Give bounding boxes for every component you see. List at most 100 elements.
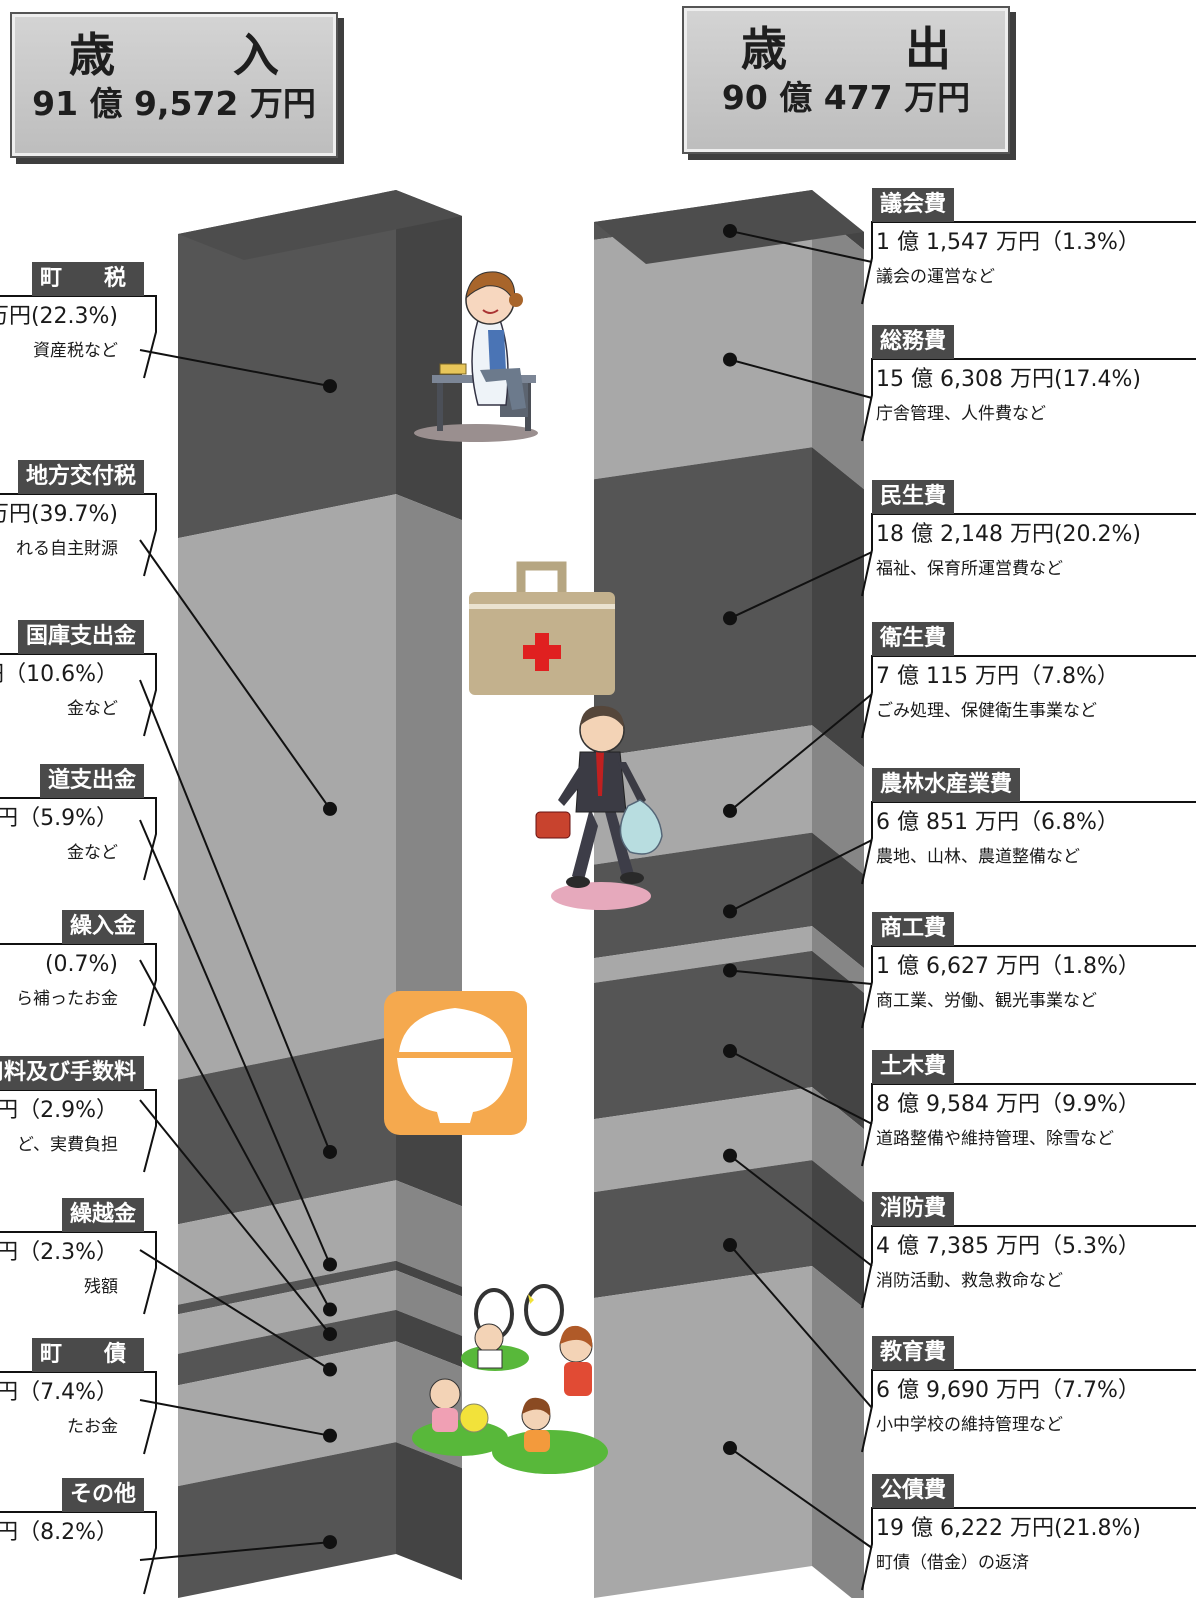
- leader-line: [139, 1541, 331, 1561]
- revenue-label-amount: 万円（8.2%）: [0, 1520, 118, 1545]
- column-segment-front: [594, 207, 812, 480]
- column-segment-side: [812, 1266, 864, 1598]
- revenue-label-amount: 万円（10.6%）: [0, 662, 118, 687]
- expenditure-label-name: 衛生費: [872, 622, 955, 656]
- expenditure-label-desc: 農地、山林、農道整備など: [876, 847, 1080, 867]
- expenditure-label-desc: 議会の運営など: [876, 267, 995, 287]
- column-segment-side: [812, 207, 864, 490]
- column-segment-front: [178, 1270, 396, 1354]
- column-segment-front: [594, 447, 812, 758]
- businessman-with-trash-illustration: [535, 705, 663, 910]
- expenditure-label-name: 農林水産業費: [872, 768, 1021, 802]
- expenditure-label-name: 土木費: [872, 1050, 955, 1084]
- leader-lines: [0, 221, 1196, 1595]
- revenue-label-name: 国庫支出金: [17, 620, 144, 654]
- column-segment-front: [178, 1309, 396, 1386]
- leader-dot: [323, 1327, 337, 1342]
- column-segment-front: [594, 832, 812, 959]
- leader-line: [729, 969, 873, 985]
- column-segment-front: [178, 494, 396, 1080]
- expenditure-label-name: 教育費: [872, 1336, 955, 1370]
- leader-line: [729, 551, 873, 620]
- label-bracket: [861, 358, 1196, 442]
- label-bracket: [861, 513, 1196, 597]
- revenue-label-desc: 金など: [67, 699, 118, 719]
- leader-dot: [723, 963, 737, 978]
- revenue-header: 歳 入 91 億 9,572 万円: [10, 12, 338, 158]
- label-bracket: [0, 653, 157, 737]
- column-segment-side: [396, 1309, 462, 1368]
- revenue-label-amount: 万円（2.9%）: [0, 1098, 118, 1123]
- leader-line: [729, 693, 873, 812]
- revenue-label-desc: たお金: [67, 1417, 118, 1437]
- expenditure-label-desc: 庁舎管理、人件費など: [876, 404, 1046, 424]
- leader-dot: [723, 223, 737, 238]
- first-aid-kit-illustration: [469, 561, 615, 695]
- revenue-label-name: 繰越金: [61, 1198, 144, 1232]
- revenue-label-desc: ど、実費負担: [16, 1135, 118, 1155]
- rice-bowl-icon: [384, 991, 527, 1135]
- expenditure-label-name: 総務費: [872, 325, 955, 359]
- expenditure-label-general-affairs: 総務費 15 億 6,308 万円(17.4%) 庁舎管理、人件費など: [862, 325, 1192, 443]
- column-segment-front: [594, 926, 812, 983]
- expenditure-label-amount: 7 億 115 万円（7.8%）: [876, 664, 1119, 689]
- expenditure-label-amount: 6 億 9,690 万円（7.7%）: [876, 1378, 1140, 1403]
- label-bracket: [0, 797, 157, 881]
- label-bracket: [861, 221, 1196, 305]
- column-segment-front: [178, 1180, 396, 1305]
- expenditure-label-commerce: 商工費 1 億 6,627 万円（1.8%） 商工業、労働、観光事業など: [862, 912, 1192, 1030]
- label-bracket: [0, 1089, 157, 1173]
- leader-dot: [723, 1044, 737, 1059]
- label-bracket: [861, 655, 1196, 739]
- revenue-label-desc: 残額: [84, 1277, 118, 1297]
- label-bracket: [861, 801, 1196, 885]
- expenditure-label-agriculture: 農林水産業費 6 億 851 万円（6.8%） 農地、山林、農道整備など: [862, 768, 1192, 886]
- expenditure-label-desc: 道路整備や維持管理、除雪など: [876, 1129, 1114, 1149]
- revenue-label-amount: 万円（7.4%）: [0, 1380, 118, 1405]
- column-segment-side: [812, 447, 864, 768]
- leader-line: [729, 1050, 873, 1125]
- leader-line: [729, 839, 873, 913]
- expenditure-label-sanitation: 衛生費 7 億 115 万円（7.8%） ごみ処理、保健衛生事業など: [862, 622, 1192, 740]
- column-segment-side: [396, 1270, 462, 1336]
- revenue-label-desc: れる自主財源: [16, 539, 118, 559]
- column-segment-front: [594, 1087, 812, 1193]
- leader-dot: [723, 1148, 737, 1163]
- expenditure-label-amount: 1 億 1,547 万円（1.3%）: [876, 230, 1140, 255]
- revenue-label-other: その他 万円（8.2%）: [0, 1478, 160, 1596]
- expenditure-header: 歳 出 90 億 477 万円: [682, 6, 1010, 154]
- column-segment-side: [396, 494, 462, 1062]
- expenditure-label-debt-service: 公債費 19 億 6,222 万円(21.8%) 町債（借金）の返済: [862, 1474, 1192, 1592]
- leader-dot: [723, 611, 737, 626]
- column-segment-front: [178, 1035, 396, 1225]
- revenue-label-amount: 万円(22.3%): [0, 304, 118, 329]
- revenue-label-amount: 万円（2.3%）: [0, 1240, 118, 1265]
- children-playing-illustration: [412, 1284, 608, 1474]
- expenditure-label-amount: 8 億 9,584 万円（9.9%）: [876, 1092, 1140, 1117]
- leader-line: [729, 1447, 873, 1549]
- leader-dot: [723, 352, 737, 367]
- expenditure-label-fire: 消防費 4 億 7,385 万円（5.3%） 消防活動、救急救命など: [862, 1192, 1192, 1310]
- revenue-label-town-bond: 町 債 万円（7.4%） たお金: [0, 1338, 160, 1456]
- revenue-label-amount: 万円（5.9%）: [0, 806, 118, 831]
- expenditure-label-education: 教育費 6 億 9,690 万円（7.7%） 小中学校の維持管理など: [862, 1336, 1192, 1454]
- leader-line: [139, 959, 331, 1310]
- label-bracket: [861, 1225, 1196, 1309]
- expenditure-label-desc: 商工業、労働、観光事業など: [876, 991, 1097, 1011]
- column-segment-side: [812, 950, 864, 1130]
- leader-dot: [723, 803, 737, 818]
- leader-line: [139, 349, 331, 388]
- leader-line: [729, 358, 873, 399]
- revenue-label-prefectural-subsidy: 道支出金 万円（5.9%） 金など: [0, 764, 160, 882]
- expenditure-label-amount: 6 億 851 万円（6.8%）: [876, 810, 1119, 835]
- leader-dot: [323, 1535, 337, 1550]
- leader-dot: [723, 1238, 737, 1253]
- leader-dot: [323, 1428, 337, 1443]
- leader-dot: [723, 1441, 737, 1456]
- expenditure-label-assembly: 議会費 1 億 1,547 万円（1.3%） 議会の運営など: [862, 188, 1192, 306]
- leader-line: [139, 1249, 331, 1371]
- column-segment-side: [812, 832, 864, 969]
- revenue-label-desc: 金など: [67, 843, 118, 863]
